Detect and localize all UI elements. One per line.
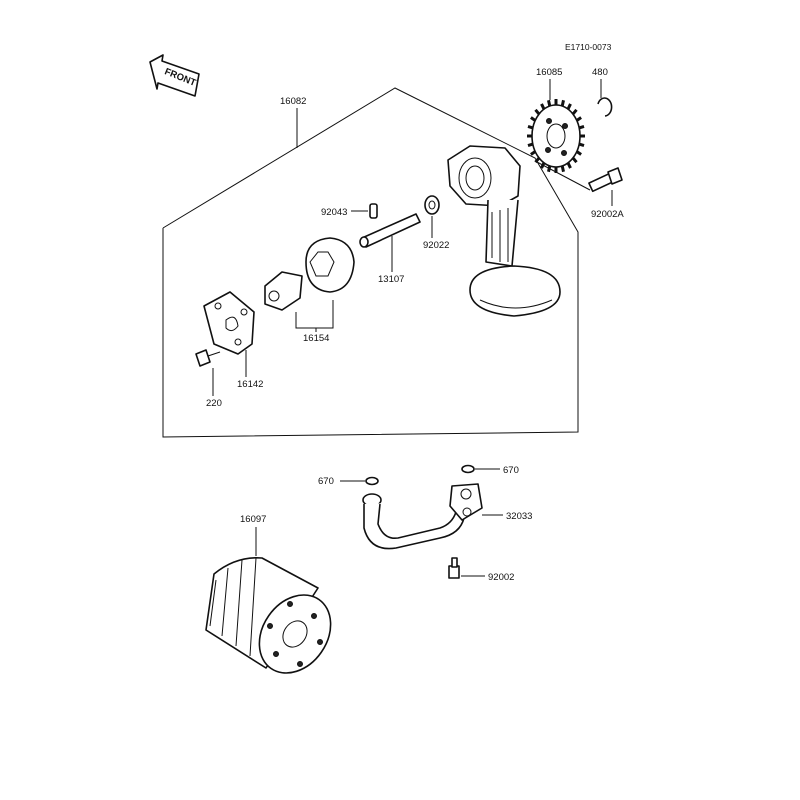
front-arrow-icon: FRONT — [149, 54, 200, 97]
gear-tooth — [571, 108, 578, 116]
rotor-inner-16154 — [264, 271, 303, 311]
gear-tooth — [566, 162, 572, 169]
assembly-boundary — [162, 87, 579, 438]
gear-16085 — [527, 99, 585, 173]
label-16154: 16154 — [303, 333, 329, 344]
label-16085: 16085 — [536, 67, 562, 78]
label-13107: 13107 — [378, 274, 404, 285]
gear-tooth — [566, 103, 572, 110]
rotor-outer-16154 — [305, 237, 355, 293]
o-ring-670-right — [461, 464, 475, 474]
gear-tooth — [547, 99, 552, 107]
label-92002: 92002 — [488, 572, 514, 583]
shaft-13107 — [359, 213, 421, 248]
gear-tooth — [530, 116, 537, 122]
gear-tooth — [575, 150, 582, 156]
label-92022: 92022 — [423, 240, 449, 251]
bolt-92002A — [536, 161, 623, 193]
o-ring-670-left — [365, 476, 379, 486]
oil-pipe-32033 — [362, 483, 483, 550]
gear-tooth — [571, 156, 578, 164]
gear-tooth — [530, 150, 537, 156]
label-16097: 16097 — [240, 514, 266, 525]
oil-filter-16097 — [205, 557, 332, 674]
pump-cover-16142 — [203, 291, 255, 355]
bolt-92002 — [448, 557, 460, 579]
label-16082: 16082 — [280, 96, 306, 107]
circlip-480 — [597, 97, 613, 117]
label-480: 480 — [592, 67, 608, 78]
gear-tooth — [560, 99, 565, 107]
gear-tooth — [575, 116, 582, 122]
label-92002A: 92002A — [591, 209, 624, 220]
gear-tooth — [560, 165, 565, 173]
reference-code: E1710-0073 — [565, 42, 612, 52]
washer-92022 — [424, 195, 440, 215]
label-670-right: 670 — [503, 465, 519, 476]
label-92043: 92043 — [321, 207, 347, 218]
label-16142: 16142 — [237, 379, 263, 390]
gear-tooth — [534, 108, 541, 116]
gear-tooth — [534, 156, 541, 164]
screw-220 — [195, 349, 221, 367]
pin-92043 — [369, 203, 378, 219]
label-670-left: 670 — [318, 476, 334, 487]
gear-tooth — [540, 103, 546, 110]
oil-pump-body — [447, 145, 561, 317]
label-220: 220 — [206, 398, 222, 409]
label-32033: 32033 — [506, 511, 532, 522]
